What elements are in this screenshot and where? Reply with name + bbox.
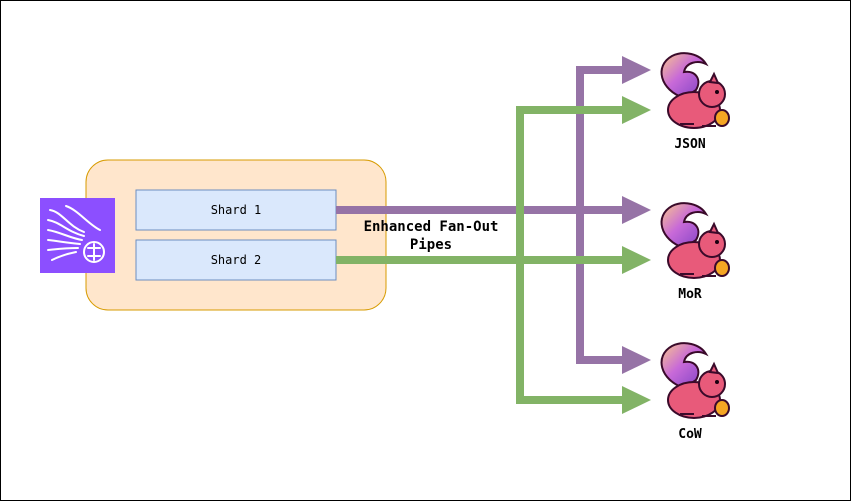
flink-squirrel-icon-cow (660, 342, 730, 419)
pipes-label-line-2: Pipes (409, 237, 453, 253)
flink-squirrel-icon-json (660, 52, 730, 129)
consumer-label-cow: CoW (678, 427, 702, 442)
shard-2-pipes (336, 106, 624, 404)
flink-squirrel-icon-mor (660, 202, 730, 279)
shard-2-arrowheads (622, 96, 651, 414)
kinesis-data-streams-icon (40, 198, 115, 273)
pipes-label-line-1: Enhanced Fan-Out (363, 219, 499, 235)
stream-container (85, 159, 387, 311)
shard-1-label: Shard 1 (210, 203, 262, 217)
consumer-label-json: JSON (674, 137, 706, 152)
consumer-label-mor: MoR (678, 287, 702, 302)
shard-2-box[interactable] (135, 239, 337, 281)
shard-1-box[interactable] (135, 189, 337, 231)
shard-2-label: Shard 2 (210, 253, 262, 267)
shard-1-arrowheads (622, 56, 651, 374)
